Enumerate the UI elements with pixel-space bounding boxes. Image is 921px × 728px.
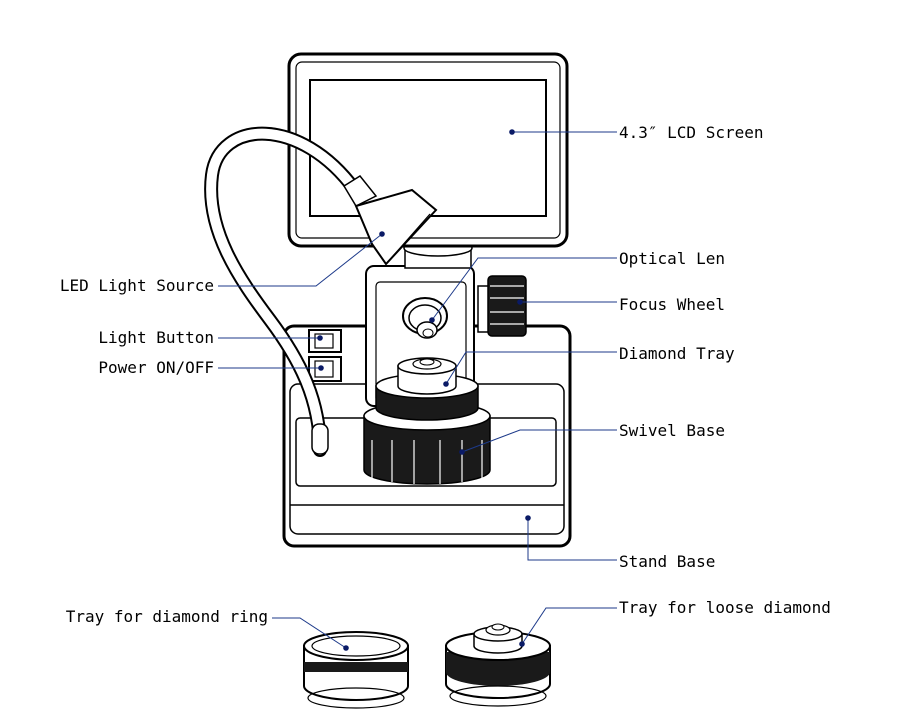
- label-stand-base: Stand Base: [619, 552, 715, 571]
- led-light-source: [204, 126, 438, 457]
- focus-wheel[interactable]: [477, 275, 527, 337]
- anchor-dots: [317, 129, 531, 651]
- label-tray-diamond-ring: Tray for diamond ring: [66, 607, 268, 626]
- label-focus-wheel: Focus Wheel: [619, 295, 725, 314]
- label-lcd-screen: 4.3″ LCD Screen: [619, 123, 764, 142]
- power-switch[interactable]: [308, 356, 342, 382]
- label-tray-loose-diamond: Tray for loose diamond: [619, 598, 831, 617]
- tray-diamond-ring: [303, 631, 409, 709]
- label-light-button: Light Button: [98, 328, 214, 347]
- light-button[interactable]: [308, 329, 342, 353]
- label-led-light-source: LED Light Source: [60, 276, 214, 295]
- tray-loose-diamond: [445, 623, 551, 707]
- label-diamond-tray: Diamond Tray: [619, 344, 735, 363]
- leader-lines: [218, 131, 617, 649]
- diamond-tray: [397, 357, 457, 395]
- label-power-on-off: Power ON/OFF: [98, 358, 214, 377]
- label-swivel-base: Swivel Base: [619, 421, 725, 440]
- label-optical-len: Optical Len: [619, 249, 725, 268]
- optical-lens: [402, 297, 448, 339]
